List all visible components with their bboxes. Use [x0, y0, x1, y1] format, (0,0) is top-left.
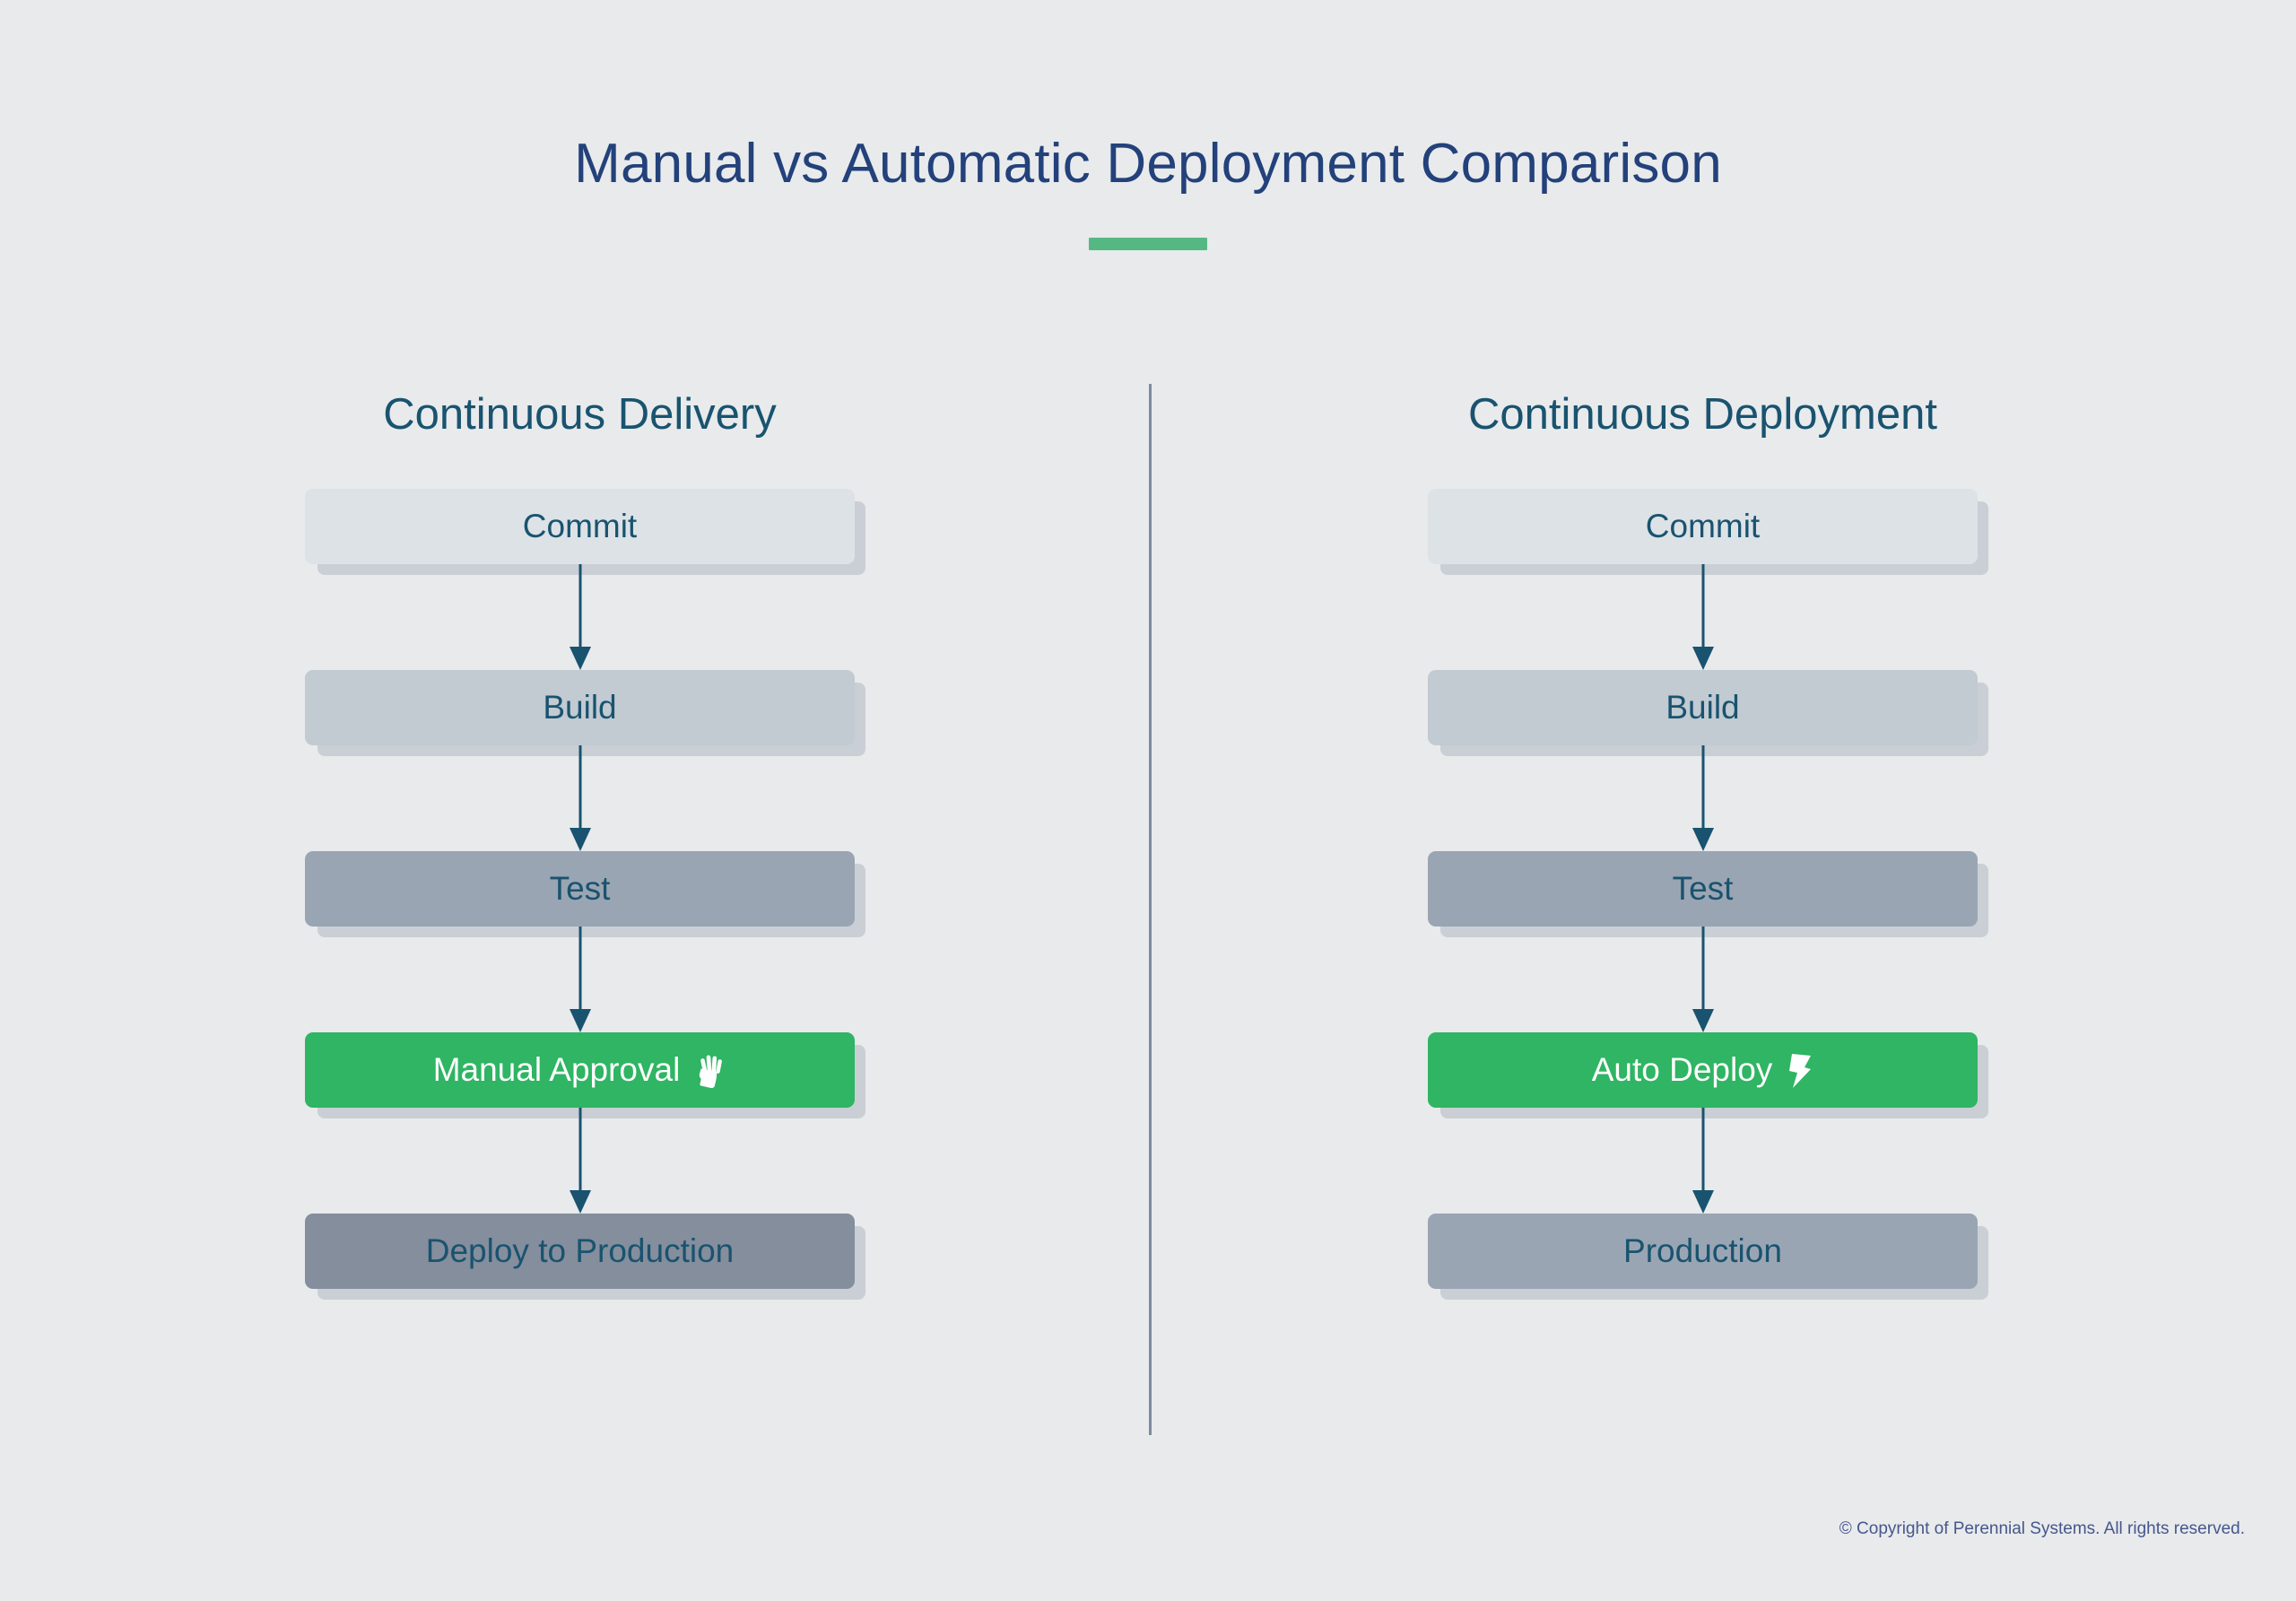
connector-shaft: [1701, 563, 1704, 650]
stage-box-production[interactable]: Production: [1428, 1213, 1978, 1289]
stage-label: Build: [543, 689, 617, 727]
stage-box-commit[interactable]: Commit: [305, 488, 855, 564]
lightning-bolt-icon: [1787, 1053, 1813, 1089]
stage-label: Build: [1665, 689, 1740, 727]
connector-arrowhead: [569, 827, 591, 851]
page-title: Manual vs Automatic Deployment Compariso…: [574, 133, 1722, 195]
connector-shaft: [578, 563, 581, 650]
stage-label: Production: [1623, 1232, 1782, 1270]
stage-box-manual-approval[interactable]: Manual Approval: [305, 1031, 855, 1108]
connector-arrow: [1692, 1107, 1714, 1214]
stage-label: Deploy to Production: [425, 1232, 735, 1270]
stage-box-build[interactable]: Build: [1428, 669, 1978, 745]
stage-list-continuous-delivery: Commit Build Test: [305, 488, 855, 1321]
stage-box-deploy-to-production[interactable]: Deploy to Production: [305, 1213, 855, 1289]
stage-row: Production: [1428, 1213, 1978, 1321]
connector-arrowhead: [569, 1189, 591, 1214]
stage-label: Manual Approval: [432, 1051, 681, 1089]
connector-arrow: [569, 744, 591, 851]
stage-label: Commit: [1645, 508, 1761, 545]
connector-shaft: [578, 744, 581, 831]
connector-arrow: [1692, 563, 1714, 670]
stage-label: Test: [549, 870, 611, 908]
stage-row: Build: [1428, 669, 1978, 851]
column-continuous-deployment: Continuous Deployment Commit Build: [1428, 390, 1978, 1321]
stage-box-build[interactable]: Build: [305, 669, 855, 745]
stage-label: Test: [1672, 870, 1734, 908]
connector-shaft: [578, 1107, 581, 1194]
connector-arrowhead: [569, 1008, 591, 1032]
stage-row: Commit: [1428, 488, 1978, 670]
title-accent-bar: [1089, 238, 1207, 251]
column-title-continuous-delivery: Continuous Delivery: [383, 390, 777, 439]
connector-arrowhead: [569, 646, 591, 670]
stage-box-auto-deploy[interactable]: Auto Deploy: [1428, 1031, 1978, 1108]
stage-row: Deploy to Production: [305, 1213, 855, 1321]
connector-arrow: [1692, 926, 1714, 1032]
connector-arrow: [569, 926, 591, 1032]
stage-row: Commit: [305, 488, 855, 670]
column-divider: [1149, 384, 1152, 1435]
stage-row: Build: [305, 669, 855, 851]
connector-arrowhead: [1692, 1008, 1714, 1032]
stage-row: Test: [1428, 850, 1978, 1032]
stage-box-commit[interactable]: Commit: [1428, 488, 1978, 564]
column-continuous-delivery: Continuous Delivery Commit Build: [305, 390, 855, 1321]
connector-arrowhead: [1692, 827, 1714, 851]
raised-hand-icon: [694, 1054, 726, 1088]
connector-arrow: [1692, 744, 1714, 851]
connector-arrow: [569, 563, 591, 670]
connector-shaft: [578, 926, 581, 1013]
connector-shaft: [1701, 926, 1704, 1013]
connector-arrow: [569, 1107, 591, 1214]
column-title-continuous-deployment: Continuous Deployment: [1468, 390, 1937, 439]
footer-copyright: © Copyright of Perennial Systems. All ri…: [1839, 1519, 2245, 1538]
stage-row: Auto Deploy: [1428, 1031, 1978, 1214]
stage-row: Manual Approval: [305, 1031, 855, 1214]
connector-arrowhead: [1692, 1189, 1714, 1214]
stage-row: Test: [305, 850, 855, 1032]
connector-shaft: [1701, 1107, 1704, 1194]
stage-label: Auto Deploy: [1591, 1051, 1773, 1089]
title-block: Manual vs Automatic Deployment Compariso…: [0, 133, 2296, 251]
connector-shaft: [1701, 744, 1704, 831]
connector-arrowhead: [1692, 646, 1714, 670]
stage-list-continuous-deployment: Commit Build Test: [1428, 488, 1978, 1321]
stage-box-test[interactable]: Test: [305, 850, 855, 927]
stage-box-test[interactable]: Test: [1428, 850, 1978, 927]
stage-label: Commit: [522, 508, 638, 545]
